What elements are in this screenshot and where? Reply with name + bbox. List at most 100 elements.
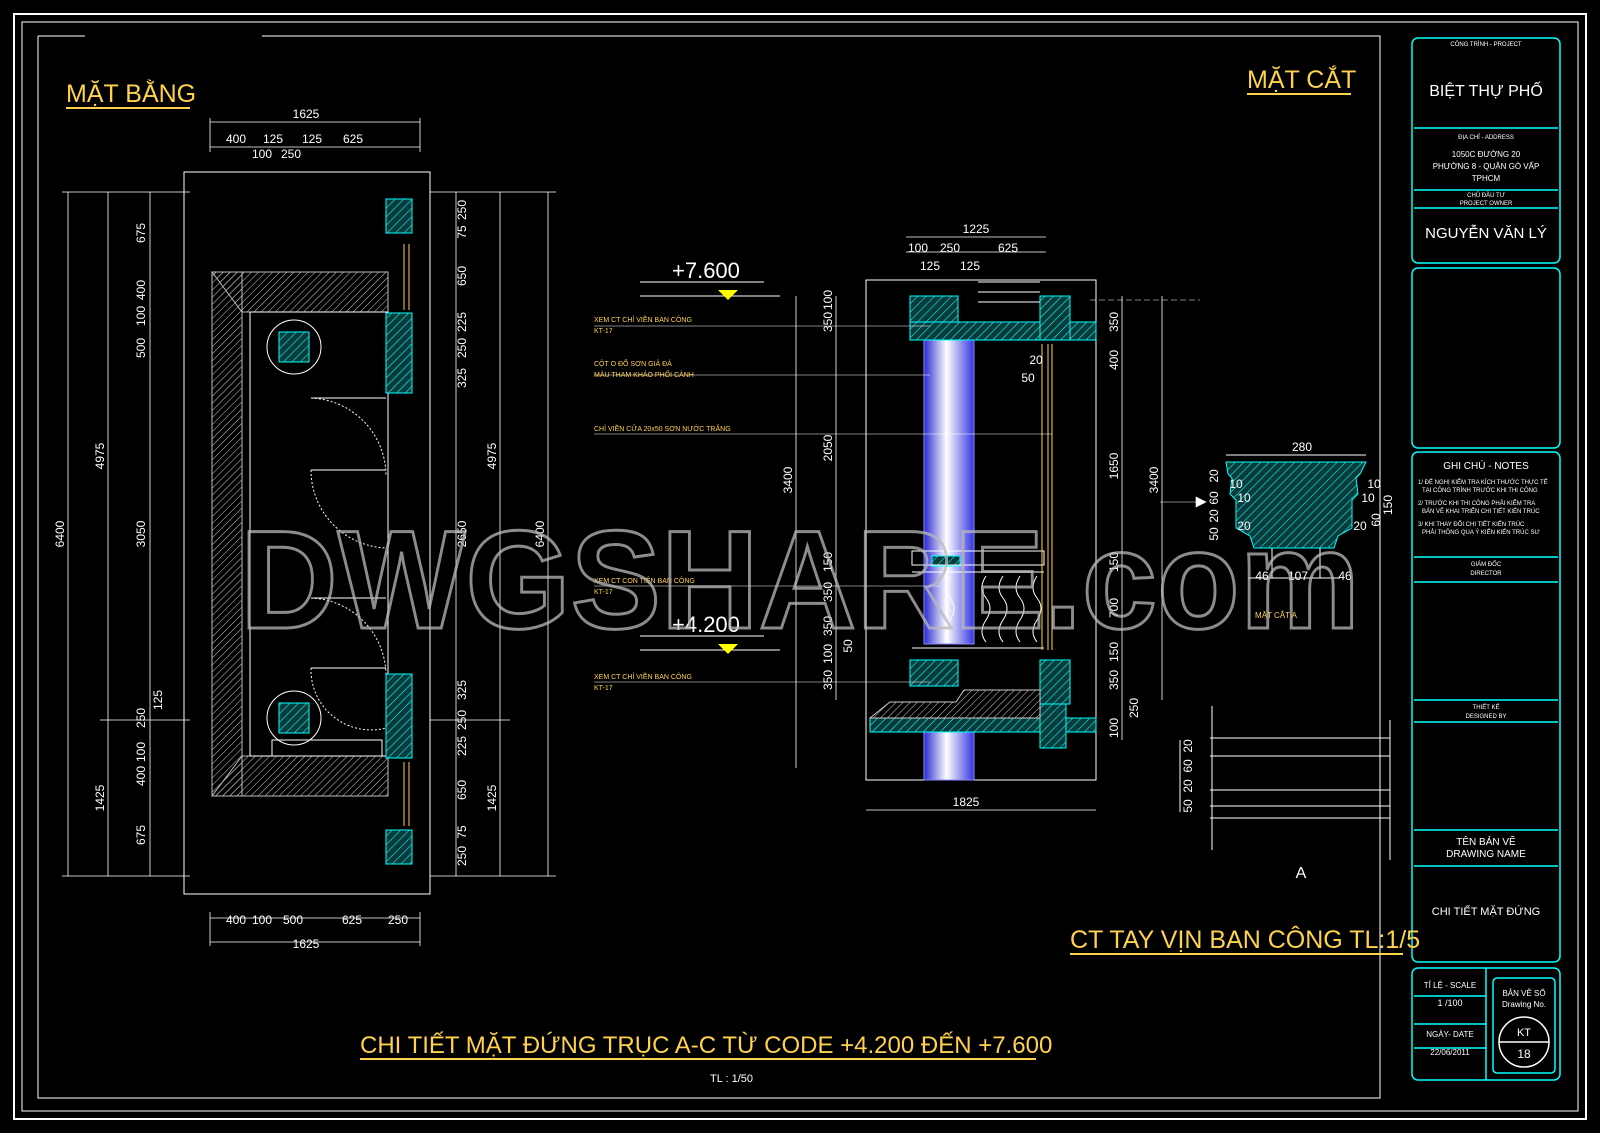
- plan-dim-bottom-e: 250: [388, 913, 408, 927]
- plan-dim-l-100b: 100: [134, 742, 148, 762]
- notes-label: GHI CHÚ - NOTES: [1443, 459, 1529, 472]
- project-name: BIỆT THỰ PHỐ: [1429, 80, 1543, 100]
- section-dim-r-700: 700: [1107, 598, 1121, 618]
- note-2b: BẢN VẼ KHAI TRIỂN CHI TIẾT KIẾN TRÚC: [1422, 508, 1540, 515]
- scale-label: TỈ LỆ - SCALE: [1424, 981, 1476, 990]
- section-dim-bottom: 1825: [953, 795, 980, 809]
- handrail-dim-b-60: 60: [1181, 759, 1195, 773]
- section-dim-r-150a: 150: [1107, 552, 1121, 572]
- designer-label-2: DESIGNED BY: [1465, 714, 1506, 720]
- section-dim-l-350c: 350: [821, 616, 835, 636]
- drawing-name: CHI TIẾT MẶT ĐỨNG: [1432, 905, 1540, 918]
- plan-dim-l-3050: 3050: [134, 520, 148, 547]
- director-label-1: GIÁM ĐỐC: [1471, 561, 1502, 568]
- plan-dim-l-400b: 400: [134, 766, 148, 786]
- section-dim-l-100: 100: [821, 290, 835, 310]
- main-scale: TL : 1/50: [710, 1073, 753, 1085]
- owner-label-2: PROJECT OWNER: [1460, 201, 1513, 207]
- handrail-dim-width: 280: [1292, 440, 1312, 454]
- plan-dim-r-250a: 250: [455, 200, 469, 220]
- date-value: 22/06/2011: [1430, 1048, 1470, 1057]
- section-dim-t-125b: 125: [960, 259, 980, 273]
- plan-dim-l-100a: 100: [134, 306, 148, 326]
- note-1b: KT-17: [594, 328, 613, 335]
- plan-dim-top-c: 125: [302, 132, 322, 146]
- address-label: ĐỊA CHỈ - ADDRESS: [1458, 134, 1514, 141]
- handrail-dim-l-20c: 20: [1237, 519, 1251, 533]
- address-line-1: 1050C ĐƯỜNG 20: [1452, 150, 1521, 159]
- section-dim-t-125a: 125: [920, 259, 940, 273]
- section-dim-t-250: 250: [940, 241, 960, 255]
- view-titles: MẶT BẰNG MẶT CẮT CT TAY VỊN BAN CÔNG TL:…: [66, 64, 1420, 1085]
- section-dim-l-350b: 350: [821, 582, 835, 602]
- plan-dim-bottom-c: 500: [283, 913, 303, 927]
- plan-dim-l-675a: 675: [134, 223, 148, 243]
- designer-label-1: THIẾT KẾ: [1473, 704, 1500, 711]
- plan-view: [62, 118, 556, 946]
- plan-dim-r-4975: 4975: [485, 442, 499, 469]
- section-dim-l-2050: 2050: [821, 434, 835, 461]
- owner-name: NGUYỄN VĂN LÝ: [1425, 225, 1547, 242]
- note-3a: 3/ KHI THAY ĐỔI CHI TIẾT KIẾN TRÚC: [1418, 521, 1525, 528]
- plan-dim-top-a: 400: [226, 132, 246, 146]
- handrail-dim-r-20: 20: [1353, 519, 1367, 533]
- section-dim-l-350d: 350: [821, 670, 835, 690]
- plan-dim-l-125: 125: [151, 690, 165, 710]
- handrail-dim-b3: 46: [1338, 569, 1352, 583]
- plan-title: MẶT BẰNG: [66, 79, 196, 108]
- section-dim-t-100: 100: [908, 241, 928, 255]
- plan-dim-r-325b: 325: [455, 680, 469, 700]
- handrail-dim-l-10b: 10: [1237, 491, 1251, 505]
- elevation-lower: +4.200: [672, 612, 740, 637]
- plan-dim-l-500: 500: [134, 338, 148, 358]
- section-dim-l-350a: 350: [821, 312, 835, 332]
- scale-value: 1 /100: [1437, 998, 1462, 1008]
- section-dim-r-350b: 350: [1107, 670, 1121, 690]
- plan-dim-r-2650: 2650: [455, 520, 469, 547]
- note-3a: CHỈ VIỀN CỬA 20x50 SƠN NƯỚC TRẮNG: [594, 423, 731, 433]
- plan-dim-top-d: 625: [343, 132, 363, 146]
- plan-dim-r-75b: 75: [455, 825, 469, 839]
- plan-dim-r-325a: 325: [455, 368, 469, 388]
- section-dim-r-100: 100: [1107, 718, 1121, 738]
- section-dim-r-400: 400: [1107, 350, 1121, 370]
- section-labels: +7.600 +4.200 XEM CT CHỈ VIỀN BAN CÔNG K…: [594, 222, 1161, 809]
- section-dim-r-3400: 3400: [1147, 466, 1161, 493]
- section-dim-top-total: 1225: [963, 222, 990, 236]
- plan-dim-left-4975: 4975: [93, 442, 107, 469]
- project-label: CÔNG TRÌNH - PROJECT: [1450, 41, 1522, 48]
- handrail-dim-b2: 107: [1288, 569, 1308, 583]
- plan-dim-top-e: 100: [252, 147, 272, 161]
- plan-dim-r-250b: 250: [455, 338, 469, 358]
- note-3b: PHẢI THÔNG QUA Ý KIẾN KIẾN TRÚC SƯ: [1422, 529, 1540, 536]
- title-block-text: CÔNG TRÌNH - PROJECT BIỆT THỰ PHỐ ĐỊA CH…: [1418, 41, 1548, 1061]
- note-5b: KT-17: [594, 685, 613, 692]
- section-dim-r-350a: 350: [1107, 312, 1121, 332]
- note-4a: XEM CT CON TIỆN BAN CÔNG: [594, 576, 695, 585]
- note-2a: CỘT O ĐỔ SƠN GIẢ ĐÁ: [594, 359, 672, 368]
- section-view: [594, 236, 1207, 811]
- section-dim-r-150b: 150: [1107, 642, 1121, 662]
- handrail-dim-r-10a: 10: [1367, 477, 1381, 491]
- section-dim-l-50: 50: [841, 639, 855, 653]
- plan-dim-left-total: 6400: [53, 520, 67, 547]
- handrail-profile: [1225, 461, 1367, 549]
- note-1b: TẠI CÔNG TRÌNH TRƯỚC KHI THI CÔNG: [1422, 487, 1538, 494]
- watermark: DWGSHARE.com: [240, 501, 1360, 658]
- section-title: MẶT CẮT: [1247, 64, 1356, 94]
- elevation-upper: +7.600: [672, 258, 740, 283]
- section-dim-t-625: 625: [998, 241, 1018, 255]
- plan-dim-r-225b: 225: [455, 736, 469, 756]
- plan-dim-r-250c: 250: [455, 710, 469, 730]
- plan-dim-top-b: 125: [263, 132, 283, 146]
- address-line-2: PHƯỜNG 8 - QUẬN GÒ VẤP: [1433, 161, 1540, 171]
- note-2a: 2/ TRƯỚC KHI THI CÔNG PHẢI KIỂM TRA: [1418, 500, 1535, 507]
- drawing-no-label-2: Drawing No.: [1502, 1000, 1546, 1009]
- drawing-code: KT: [1517, 1027, 1531, 1039]
- section-dim-l-3400: 3400: [781, 466, 795, 493]
- section-dim-r-1650: 1650: [1107, 452, 1121, 479]
- handrail-dim-b1: 46: [1255, 569, 1269, 583]
- address-line-3: TPHCM: [1472, 174, 1501, 183]
- plan-dimensions: 1625 400 125 125 625 100 250 400 100 500…: [53, 107, 547, 951]
- drawing-no-label-1: BẢN VẼ SỐ: [1502, 988, 1545, 998]
